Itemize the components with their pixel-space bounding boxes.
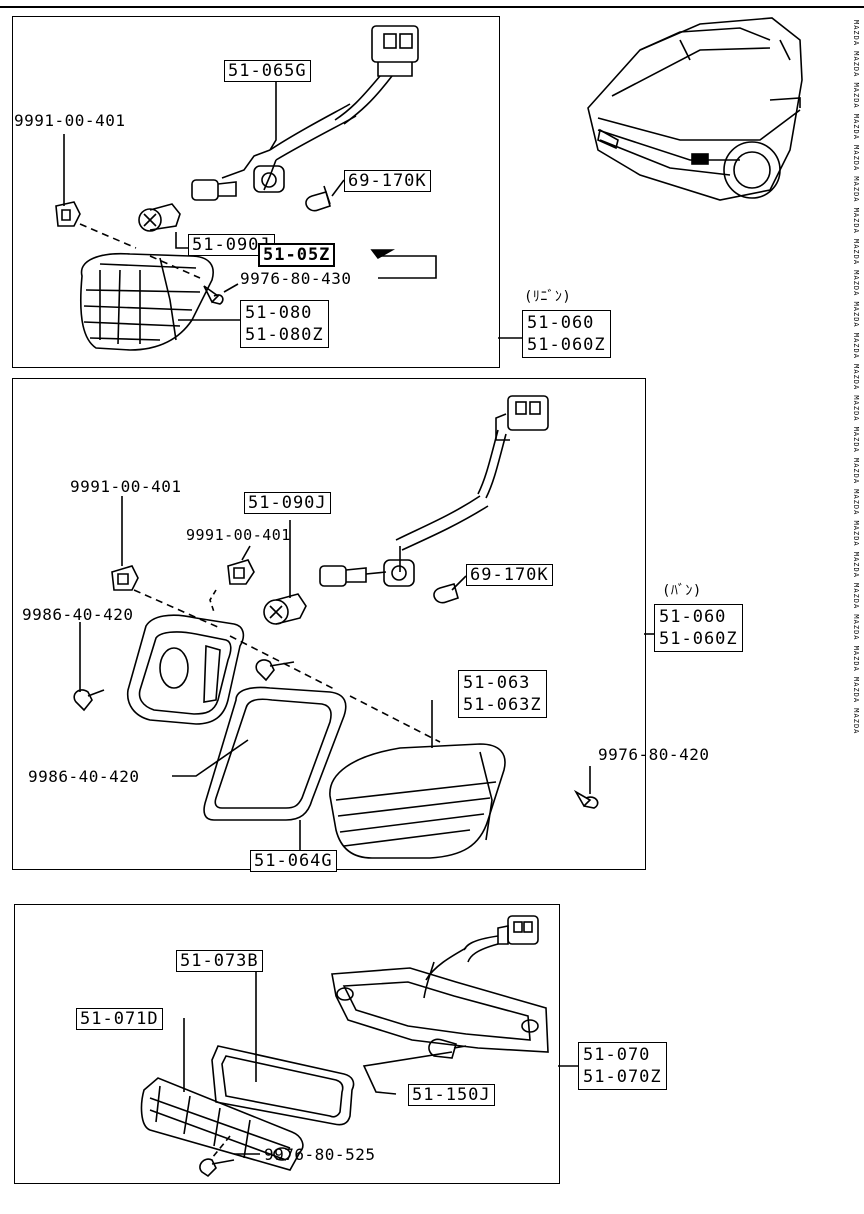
- assembly-part-number-alt: 51-070Z: [583, 1067, 662, 1087]
- lens-part-number: 51-080: [245, 303, 313, 323]
- assembly-part-number: 51-070: [583, 1045, 651, 1065]
- assembly-part-number: 51-060: [659, 607, 727, 627]
- set-code-badge[interactable]: 51-05Z: [258, 243, 336, 267]
- p2-clip-b: [227, 559, 255, 585]
- clip-part-number[interactable]: 9991-00-401: [14, 111, 126, 130]
- main-bulb-part-number[interactable]: 51-090J: [244, 492, 331, 514]
- p3-gasket: [211, 1045, 355, 1126]
- lens-part-number: 51-063: [463, 673, 531, 693]
- p2-screw-upper: [255, 659, 295, 682]
- p1-bulb-main: [138, 203, 181, 232]
- lens-part-number-stack[interactable]: 51-063 51-063Z: [458, 670, 547, 718]
- p2-bulb-small: [433, 583, 459, 604]
- watermark-text: MAZDA MAZDA MAZDA MAZDA MAZDA MAZDA MAZD…: [852, 20, 862, 1173]
- assembly-part-number-stack[interactable]: 51-070 51-070Z: [578, 1042, 667, 1090]
- p1-harness: [191, 25, 419, 201]
- p2-housing: [126, 614, 245, 725]
- lens-part-number-alt: 51-080Z: [245, 325, 324, 345]
- small-bulb-part-number[interactable]: 69-170K: [466, 564, 553, 586]
- small-bulb-part-number[interactable]: 69-170K: [344, 170, 431, 192]
- main-bulb-part-number[interactable]: 51-090J: [188, 234, 275, 256]
- p2-gasket: [203, 686, 347, 821]
- harness-part-number[interactable]: 51-065G: [224, 60, 311, 82]
- lens-part-number-stack[interactable]: 51-080 51-080Z: [240, 300, 329, 348]
- assembly-part-number-alt: 51-060Z: [659, 629, 738, 649]
- p2-lens: [329, 743, 506, 859]
- screw-part-number[interactable]: 9976-80-430: [240, 269, 352, 288]
- clip-b-part-number[interactable]: 9991-00-401: [186, 526, 291, 544]
- p3-lens: [140, 1077, 304, 1171]
- screw-right-part-number[interactable]: 9976-80-420: [598, 745, 710, 764]
- screw-lower-part-number[interactable]: 9986-40-420: [28, 767, 140, 786]
- p3-harness: [423, 915, 539, 999]
- p2-screw-left: [73, 689, 105, 712]
- assembly-part-number-alt: 51-060Z: [527, 335, 606, 355]
- p1-clip: [55, 201, 81, 227]
- p3-housing: [331, 967, 549, 1053]
- watermark-strip: MAZDA MAZDA MAZDA MAZDA MAZDA MAZDA MAZD…: [852, 20, 862, 1200]
- p1-bulb-small: [305, 185, 331, 212]
- assembly-part-number: 51-060: [527, 313, 595, 333]
- variant-note-van: (ﾊﾞﾝ): [662, 583, 702, 599]
- screw-left-part-number[interactable]: 9986-40-420: [22, 605, 134, 624]
- gasket-part-number[interactable]: 51-073B: [176, 950, 263, 972]
- gasket-part-number[interactable]: 51-064G: [250, 850, 337, 872]
- p2-screw-right: [573, 789, 599, 809]
- assembly-part-number-stack[interactable]: 51-060 51-060Z: [522, 310, 611, 358]
- screw-part-number[interactable]: 9976-80-525: [264, 1145, 376, 1164]
- p1-screw: [203, 285, 224, 305]
- panel-side-marker-lamp: [14, 904, 560, 1184]
- panel-combination-lamp-van: [12, 378, 646, 870]
- lens-part-number-alt: 51-063Z: [463, 695, 542, 715]
- p1-lens: [79, 252, 214, 351]
- p3-bulb: [428, 1038, 467, 1059]
- p2-harness: [319, 395, 549, 587]
- p2-clip-a: [111, 565, 139, 591]
- p2-bulb-main: [263, 593, 307, 625]
- lens-part-number[interactable]: 51-071D: [76, 1008, 163, 1030]
- bulb-part-number[interactable]: 51-150J: [408, 1084, 495, 1106]
- car-sketch: [587, 17, 803, 201]
- clip-a-part-number[interactable]: 9991-00-401: [70, 477, 182, 496]
- p3-screw: [199, 1158, 235, 1178]
- assembly-part-number-stack[interactable]: 51-060 51-060Z: [654, 604, 743, 652]
- top-rule: [0, 6, 864, 8]
- variant-note-wagon: (ﾘﾆﾞﾝ): [524, 289, 572, 305]
